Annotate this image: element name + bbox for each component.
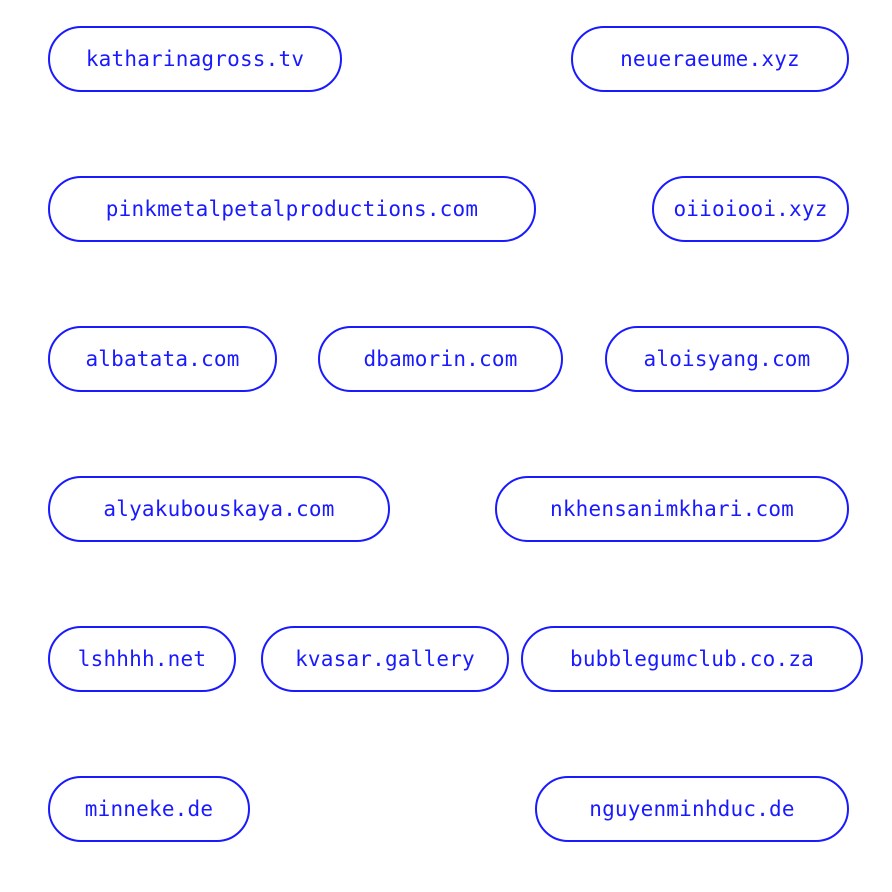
link-bubblegumclub-co-za[interactable]: bubblegumclub.co.za	[521, 626, 863, 692]
link-nguyenminhduc-de[interactable]: nguyenminhduc.de	[535, 776, 849, 842]
link-pinkmetalpetalproductions-com[interactable]: pinkmetalpetalproductions.com	[48, 176, 536, 242]
link-oiioiooi-xyz[interactable]: oiioiooi.xyz	[652, 176, 849, 242]
link-nkhensanimkhari-com[interactable]: nkhensanimkhari.com	[495, 476, 849, 542]
link-albatata-com[interactable]: albatata.com	[48, 326, 277, 392]
link-kvasar-gallery[interactable]: kvasar.gallery	[261, 626, 509, 692]
link-minneke-de[interactable]: minneke.de	[48, 776, 250, 842]
link-aloisyang-com[interactable]: aloisyang.com	[605, 326, 849, 392]
link-katharinagross-tv[interactable]: katharinagross.tv	[48, 26, 342, 92]
link-alyakubouskaya-com[interactable]: alyakubouskaya.com	[48, 476, 390, 542]
link-lshhhh-net[interactable]: lshhhh.net	[48, 626, 236, 692]
link-neueraeume-xyz[interactable]: neueraeume.xyz	[571, 26, 849, 92]
link-dbamorin-com[interactable]: dbamorin.com	[318, 326, 563, 392]
